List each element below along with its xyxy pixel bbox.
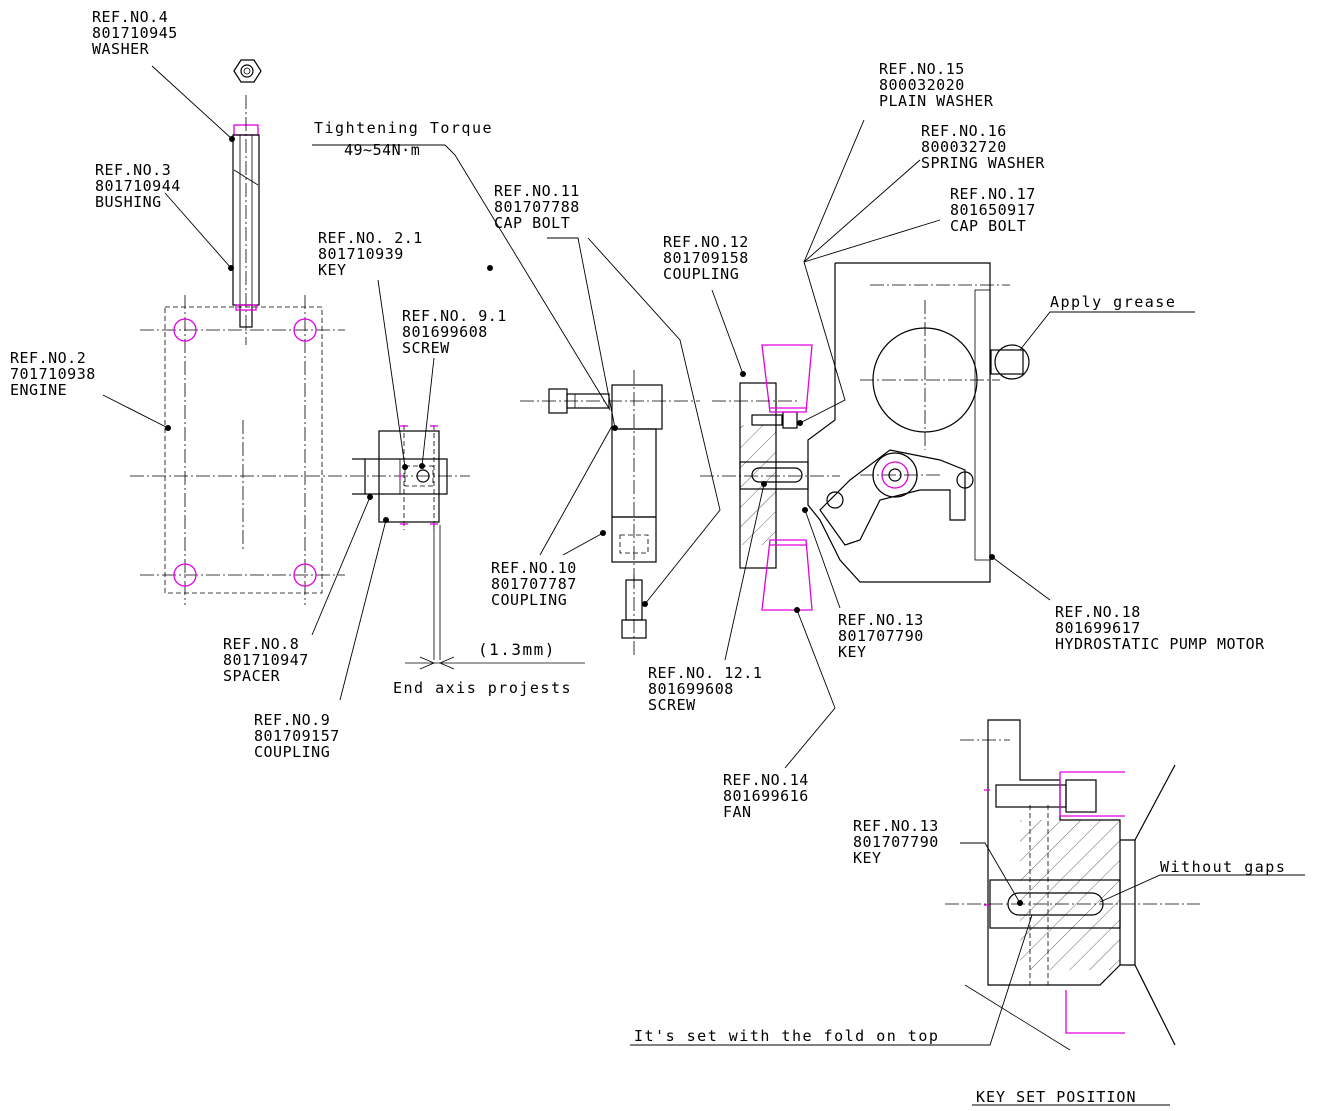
- apply-grease-note: Apply grease: [1050, 293, 1177, 311]
- callout-part-name: CAP BOLT: [494, 214, 571, 232]
- callout-part-number: 800032720: [921, 138, 1007, 156]
- callout-part-name: SPACER: [223, 667, 281, 685]
- callout-ref-number: REF.NO.13: [838, 611, 924, 629]
- callout-part-name: BUSHING: [95, 193, 162, 211]
- pump-motor: [807, 262, 1030, 583]
- gap-dimension: (1.3mm): [478, 640, 556, 659]
- callout-ref8: REF.NO.8 801710947 SPACER: [223, 636, 309, 684]
- callout-part-name: SCREW: [402, 339, 450, 357]
- callout-ref18: REF.NO.18 801699617 HYDROSTATIC PUMP MOT…: [1055, 604, 1265, 652]
- coupling-10: [520, 370, 700, 655]
- callout-part-number: 801699616: [723, 787, 809, 805]
- callout-part-name: SPRING WASHER: [921, 154, 1045, 172]
- engine-outline: [130, 295, 470, 605]
- callout-part-number: 801710945: [92, 24, 178, 42]
- key-set-position-title: KEY SET POSITION: [976, 1088, 1137, 1106]
- callout-part-name: WASHER: [92, 40, 150, 58]
- callout-ref-number: REF.NO. 9.1: [402, 307, 507, 325]
- callout-ref-number: REF.NO.4: [92, 8, 169, 26]
- callout-part-number: 801707790: [838, 627, 924, 645]
- callout-part-number: 801710939: [318, 245, 404, 263]
- callout-part-number: 801709157: [254, 727, 340, 745]
- callout-ref16: REF.NO.16 800032720 SPRING WASHER: [921, 123, 1045, 171]
- callout-part-number: 801710947: [223, 651, 309, 669]
- callout-part-name: KEY: [838, 643, 867, 661]
- callout-ref9-1: REF.NO. 9.1 801699608 SCREW: [402, 308, 507, 356]
- callout-ref10: REF.NO.10 801707787 COUPLING: [491, 560, 577, 608]
- callout-ref17: REF.NO.17 801650917 CAP BOLT: [950, 186, 1036, 234]
- callout-part-name: KEY: [318, 261, 347, 279]
- callout-part-name: KEY: [853, 849, 882, 867]
- callout-ref13: REF.NO.13 801707790 KEY: [838, 612, 924, 660]
- end-axis-note: End axis projests: [393, 679, 573, 697]
- callout-ref-number: REF.NO.18: [1055, 603, 1141, 621]
- callout-ref4: REF.NO.4 801710945 WASHER: [92, 9, 178, 57]
- callout-ref12: REF.NO.12 801709158 COUPLING: [663, 234, 749, 282]
- callout-ref-number: REF.NO.3: [95, 161, 172, 179]
- callout-ref15: REF.NO.15 800032020 PLAIN WASHER: [879, 61, 993, 109]
- callout-part-name: FAN: [723, 803, 752, 821]
- leaders: [102, 65, 1305, 1106]
- callout-ref-number: REF.NO.12: [663, 233, 749, 251]
- callout-ref-number: REF.NO.11: [494, 182, 580, 200]
- callout-part-number: 801650917: [950, 201, 1036, 219]
- callout-ref-number: REF.NO.14: [723, 771, 809, 789]
- callout-part-number: 801707790: [853, 833, 939, 851]
- callout-part-number: 801710944: [95, 177, 181, 195]
- callout-ref-number: REF.NO.17: [950, 185, 1036, 203]
- callout-part-name: COUPLING: [254, 743, 331, 761]
- callout-part-number: 801709158: [663, 249, 749, 267]
- callout-ref-number: REF.NO.8: [223, 635, 300, 653]
- callout-ref12-1: REF.NO. 12.1 801699608 SCREW: [648, 665, 762, 713]
- callout-ref13-detail: REF.NO.13 801707790 KEY: [853, 818, 939, 866]
- coupling-12-fan: [700, 344, 840, 611]
- callout-ref-number: REF.NO.2: [10, 349, 87, 367]
- callout-ref9: REF.NO.9 801709157 COUPLING: [254, 712, 340, 760]
- callout-part-number: 801699617: [1055, 619, 1141, 637]
- callout-ref14: REF.NO.14 801699616 FAN: [723, 772, 809, 820]
- callout-ref-number: REF.NO.15: [879, 60, 965, 78]
- callout-ref-number: REF.NO. 12.1: [648, 664, 763, 682]
- callout-ref2-1: REF.NO. 2.1 801710939 KEY: [318, 230, 423, 278]
- callout-part-name: CAP BOLT: [950, 217, 1027, 235]
- callout-part-name: ENGINE: [10, 381, 68, 399]
- callout-part-name: COUPLING: [491, 591, 568, 609]
- callout-ref-number: REF.NO.10: [491, 559, 577, 577]
- callout-part-number: 800032020: [879, 76, 965, 94]
- callout-part-number: 801707787: [491, 575, 577, 593]
- spacer-coupling: [352, 425, 585, 670]
- callout-part-name: HYDROSTATIC PUMP MOTOR: [1055, 635, 1265, 653]
- callout-part-name: SCREW: [648, 696, 696, 714]
- callout-part-number: 801699608: [402, 323, 488, 341]
- callout-part-number: 801707788: [494, 198, 580, 216]
- without-gaps-note: Without gaps: [1160, 858, 1287, 876]
- callout-ref11: REF.NO.11 801707788 CAP BOLT: [494, 183, 580, 231]
- callout-ref-number: REF.NO.9: [254, 711, 331, 729]
- callout-ref3: REF.NO.3 801710944 BUSHING: [95, 162, 181, 210]
- washer-bushing: [232, 59, 262, 345]
- torque-value: 49~54N·m: [344, 141, 421, 159]
- callout-part-name: COUPLING: [663, 265, 740, 283]
- callout-part-number: 701710938: [10, 365, 96, 383]
- callout-ref2: REF.NO.2 701710938 ENGINE: [10, 350, 96, 398]
- torque-title: Tightening Torque: [314, 119, 494, 137]
- callout-part-name: PLAIN WASHER: [879, 92, 994, 110]
- key-set-detail: [945, 719, 1200, 1051]
- callout-ref-number: REF.NO.16: [921, 122, 1007, 140]
- leader-dots: [165, 136, 1023, 906]
- callout-ref-number: REF.NO.13: [853, 817, 939, 835]
- callout-part-number: 801699608: [648, 680, 734, 698]
- callout-ref-number: REF.NO. 2.1: [318, 229, 423, 247]
- fold-note: It's set with the fold on top: [634, 1027, 940, 1045]
